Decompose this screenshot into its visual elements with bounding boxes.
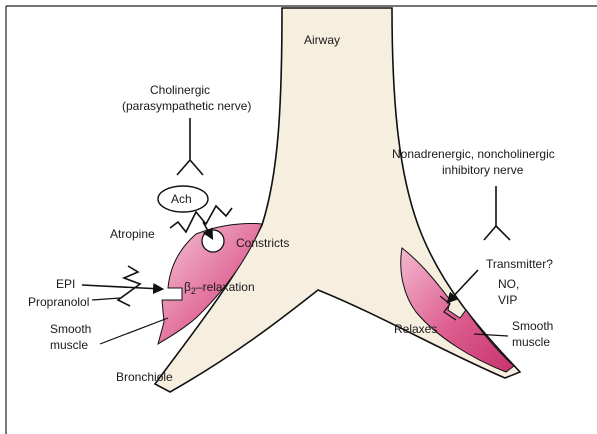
cholinergic-label-line1: Cholinergic — [150, 83, 210, 97]
propranolol-block-zigzag — [118, 266, 140, 306]
propranolol-pointer-line — [92, 298, 120, 300]
smooth-muscle-left-line1: Smooth — [50, 322, 91, 336]
smooth-muscle-left-pointer — [100, 318, 168, 344]
smooth-muscle-right-line1: Smooth — [512, 319, 553, 333]
nanc-label-line1: Nonadrenergic, noncholinergic — [392, 147, 555, 161]
bronchiole-label: Bronchiole — [116, 370, 173, 384]
nanc-nerve-terminal-icon — [484, 186, 510, 240]
propranolol-label: Propranolol — [28, 295, 89, 309]
beta-relaxation-text: –relaxation — [196, 280, 255, 294]
smooth-muscle-left-line2: muscle — [50, 338, 88, 352]
smooth-muscle-right-line2: muscle — [512, 335, 550, 349]
nanc-label-line2: inhibitory nerve — [442, 163, 524, 177]
airway-label: Airway — [304, 33, 340, 47]
constricts-label: Constricts — [236, 236, 289, 250]
transmitter-label: Transmitter? — [486, 257, 553, 271]
cholinergic-label-line2: (parasympathetic nerve) — [122, 99, 251, 113]
relaxes-label: Relaxes — [394, 322, 437, 336]
muscarinic-receptor — [202, 230, 224, 252]
atropine-label: Atropine — [110, 227, 155, 241]
cholinergic-nerve-terminal-icon — [177, 118, 203, 175]
ach-label: Ach — [171, 192, 192, 206]
no-label: NO, — [498, 277, 519, 291]
epi-to-beta2-arrow — [82, 285, 162, 289]
epi-label: EPI — [56, 277, 75, 291]
vip-label: VIP — [498, 293, 517, 307]
transmitter-to-receptor-arrow — [448, 270, 478, 302]
